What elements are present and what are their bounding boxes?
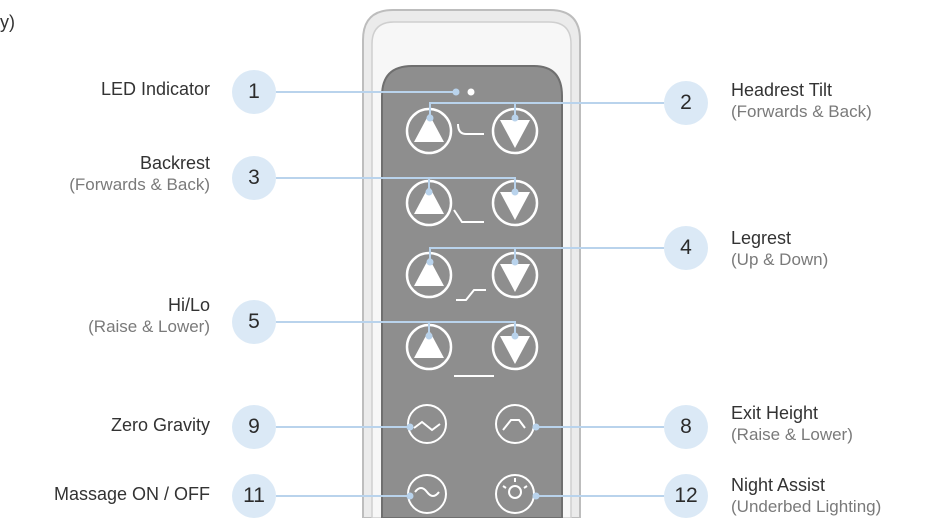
leader-dot [512,115,519,122]
label-legrest: Legrest (Up & Down) [731,227,948,270]
label-title: Exit Height [731,402,948,424]
label-headrest-tilt: Headrest Tilt (Forwards & Back) [731,79,948,122]
callout-badge-3: 3 [232,156,276,200]
callout-badge-12: 12 [664,474,708,518]
callout-badge-8: 8 [664,405,708,449]
leader-dot [533,493,540,500]
label-title: Zero Gravity [0,414,210,436]
label-title: Night Assist [731,474,948,496]
leader-dot [533,424,540,431]
leader-dot [407,424,414,431]
label-title: Legrest [731,227,948,249]
label-backrest: Backrest (Forwards & Back) [0,152,210,195]
label-title: LED Indicator [0,78,210,100]
leader-dot [426,333,433,340]
label-title: Headrest Tilt [731,79,948,101]
label-title: Backrest [0,152,210,174]
label-exit-height: Exit Height (Raise & Lower) [731,402,948,445]
label-subtitle: (Up & Down) [731,249,948,270]
callout-badge-4: 4 [664,226,708,270]
leader-dot [427,115,434,122]
label-subtitle: (Raise & Lower) [731,424,948,445]
leader-dot [512,333,519,340]
leader-dot [512,259,519,266]
leader-dot [407,493,414,500]
label-subtitle: (Underbed Lighting) [731,496,948,517]
label-subtitle: (Forwards & Back) [731,101,948,122]
callout-badge-2: 2 [664,81,708,125]
label-subtitle: (Raise & Lower) [0,316,210,337]
label-subtitle: (Forwards & Back) [0,174,210,195]
callout-badge-11: 11 [232,474,276,518]
leader-dot [426,189,433,196]
label-title: Hi/Lo [0,294,210,316]
leader-dot [427,259,434,266]
leader-dot [512,189,519,196]
label-title: Massage ON / OFF [0,483,210,505]
label-zero-gravity: Zero Gravity [0,414,210,436]
callout-badge-1: 1 [232,70,276,114]
callout-badge-5: 5 [232,300,276,344]
callout-badge-9: 9 [232,405,276,449]
label-massage: Massage ON / OFF [0,483,210,505]
label-hilo: Hi/Lo (Raise & Lower) [0,294,210,337]
label-led-indicator: LED Indicator [0,78,210,100]
leader-dot [453,89,460,96]
label-night-assist: Night Assist (Underbed Lighting) [731,474,948,517]
